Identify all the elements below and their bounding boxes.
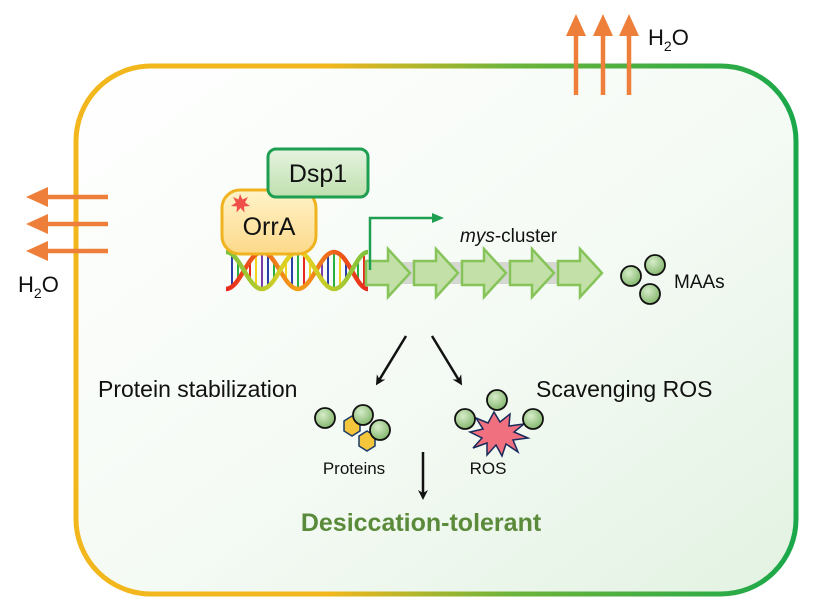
scavenging-ros-label: Scavenging ROS xyxy=(536,376,712,402)
orra-label: OrrA xyxy=(243,213,296,241)
protein-stabilization-label: Protein stabilization xyxy=(98,376,297,402)
ros-label: ROS xyxy=(470,459,507,478)
dsp1-protein xyxy=(266,147,370,199)
protein-stabilization-illustration xyxy=(314,404,391,452)
outcome-label: Desiccation-tolerant xyxy=(301,509,542,537)
maa-molecule xyxy=(620,265,642,287)
maa-molecule xyxy=(352,404,374,426)
water-arrow-up xyxy=(566,14,586,95)
maa-molecule xyxy=(522,408,544,430)
transcription-start-arrow xyxy=(368,213,444,270)
mys-cluster-label: mys-cluster xyxy=(460,226,558,247)
maa-molecule xyxy=(454,408,476,430)
maa-molecule xyxy=(314,407,336,429)
phosphorylation-star-icon xyxy=(231,194,250,213)
mys-gene-arrow xyxy=(508,245,556,301)
water-efflux-top xyxy=(566,14,639,95)
arrow-to-scavenging-ros xyxy=(430,335,463,386)
maa-molecule xyxy=(369,419,391,441)
maa-molecule xyxy=(639,283,661,305)
water-label-top: H2O xyxy=(648,25,689,54)
water-label-left: H2O xyxy=(18,272,59,301)
mys-gene-arrow xyxy=(460,245,508,301)
maas-label: MAAs xyxy=(674,272,725,293)
maa-molecule xyxy=(486,389,508,411)
mys-gene-cluster xyxy=(364,245,604,301)
mys-gene-arrow xyxy=(412,245,460,301)
maa-molecules xyxy=(620,254,666,305)
water-arrow-up xyxy=(593,14,613,95)
mys-gene-arrow xyxy=(364,245,412,301)
mys-gene-arrow xyxy=(556,245,604,301)
dsp1-label: Dsp1 xyxy=(289,160,347,188)
ros-burst-icon xyxy=(467,410,531,458)
maa-molecule xyxy=(644,254,666,276)
ros-scavenging-illustration xyxy=(454,389,544,458)
water-arrow-up xyxy=(619,14,639,95)
arrow-to-protein-stabilization xyxy=(375,335,408,386)
water-arrow-left xyxy=(26,214,108,234)
water-arrow-left xyxy=(26,241,108,261)
water-arrow-left xyxy=(26,187,108,207)
proteins-label: Proteins xyxy=(323,459,385,478)
cell-membrane xyxy=(73,63,799,597)
water-efflux-left xyxy=(26,187,108,261)
